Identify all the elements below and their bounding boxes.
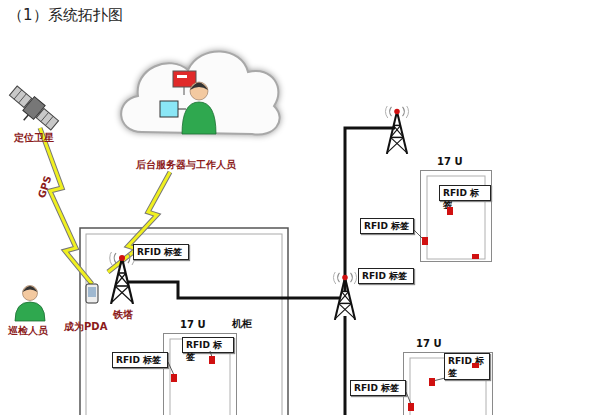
rfid-tag xyxy=(422,237,428,245)
trunk-line xyxy=(128,282,340,298)
pda-screen xyxy=(88,287,96,297)
person-hair xyxy=(23,286,38,292)
inspector-icon xyxy=(15,286,45,322)
pda-device xyxy=(86,284,98,303)
cloud-node: 后台服务器与工作人员 xyxy=(112,40,284,140)
rfid-label: RFID 标签 xyxy=(443,187,487,211)
cloud-caption: 后台服务器与工作人员 xyxy=(136,158,276,172)
text-label: 成为PDA xyxy=(64,320,107,334)
cloud-shape xyxy=(121,51,279,134)
rfid-tag xyxy=(209,356,215,364)
rfid-tag-box: RFID 标签 xyxy=(112,352,168,368)
rfid-tag-box: RFID 标签 xyxy=(360,218,414,234)
lightning-outline xyxy=(40,128,92,284)
rfid-tag-box: RFID 标 签 xyxy=(444,353,490,380)
panel-grid xyxy=(45,116,53,125)
rfid-tag xyxy=(472,254,479,259)
tower-icon xyxy=(334,271,357,320)
tower-icon xyxy=(386,105,409,154)
rfid-label: RFID 标签 xyxy=(364,220,410,232)
text-label: 巡检人员 xyxy=(8,324,48,338)
room-inner-outline xyxy=(86,234,282,415)
text-label: 铁塔 xyxy=(113,308,133,322)
rfid-tag xyxy=(171,374,177,382)
rfid-label: RFID 标签 xyxy=(362,270,410,282)
panel-grid xyxy=(19,94,27,103)
cabinet-heading: 17 U xyxy=(180,319,206,330)
leader-line xyxy=(168,362,174,375)
rfid-tag-box: RFID 标签 xyxy=(182,337,234,353)
rfid-label: RFID 标签 xyxy=(186,339,230,363)
tower-icon xyxy=(110,251,135,304)
text-label: 定位卫星 xyxy=(14,131,54,145)
rfid-tag-box: RFID 标签 xyxy=(350,380,406,396)
rfid-tag-box: RFID 标签 xyxy=(133,244,189,260)
rfid-tag xyxy=(408,403,414,411)
rfid-label: RFID 标签 xyxy=(116,354,164,366)
leader-line xyxy=(414,230,424,240)
cabinet-name: 机柜 xyxy=(232,317,252,331)
trunk-line xyxy=(344,316,347,415)
cabinet-box: 17 URFID 标 签 xyxy=(403,352,493,415)
rfid-tag-box: RFID 标签 xyxy=(358,268,414,284)
leader-line xyxy=(406,392,411,404)
rfid-tag-box: RFID 标签 xyxy=(439,185,491,201)
cabinet-heading: 17 U xyxy=(416,338,442,349)
rfid-label: RFID 标签 xyxy=(137,246,185,258)
satellite-icon xyxy=(3,84,60,138)
cabinet-box: 17 U机柜RFID 标签 xyxy=(163,333,237,415)
panel-grid xyxy=(41,112,49,121)
satellite-antenna xyxy=(24,115,28,120)
cabinet-heading: 17 U xyxy=(437,156,463,167)
rfid-label: RFID 标 签 xyxy=(448,355,486,379)
satellite-body xyxy=(23,97,45,120)
cabinet-box: 17 URFID 标签 xyxy=(420,170,492,262)
panel-grid xyxy=(14,90,22,99)
cloud-outline xyxy=(112,40,284,140)
person-head xyxy=(23,286,38,301)
gps-lightning xyxy=(40,128,92,284)
rfid-tag xyxy=(429,378,435,386)
diagram-title: （1）系统拓扑图 xyxy=(8,6,123,25)
rfid-label: RFID 标签 xyxy=(354,382,402,394)
room-outline xyxy=(80,228,288,415)
person-body xyxy=(15,302,45,321)
